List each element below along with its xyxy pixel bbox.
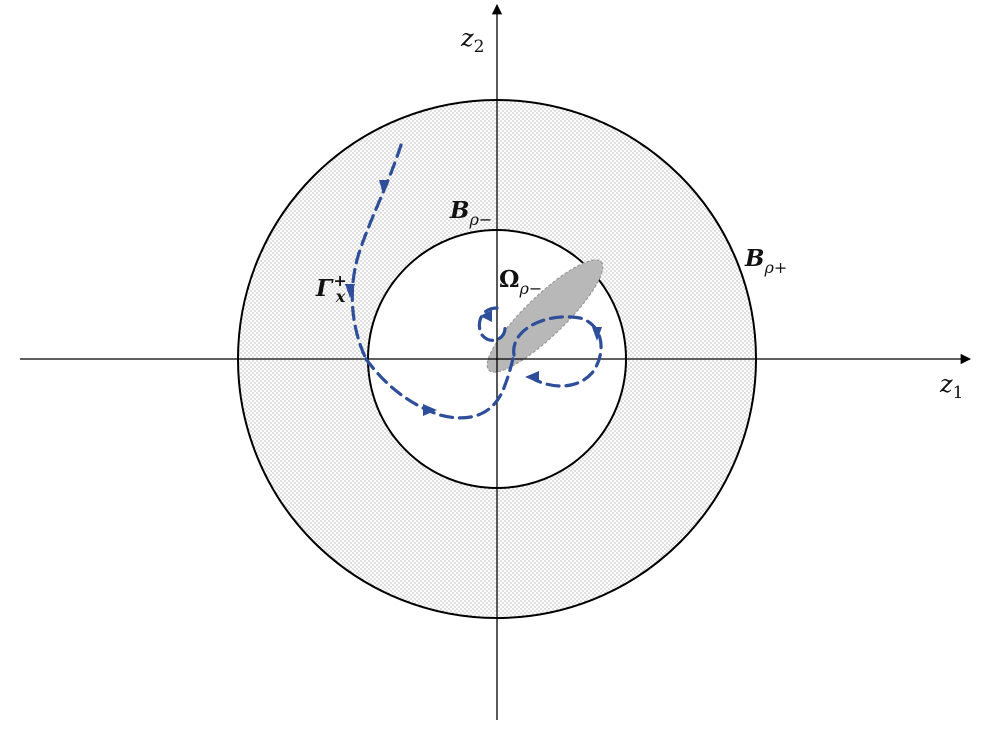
trajectory-segment-small-loop (477, 306, 507, 342)
arrowhead-5 (525, 371, 539, 383)
arrowhead-1 (379, 180, 389, 194)
outer-ball-label: Bρ+ (744, 245, 787, 277)
z1-axis-label: z1 (939, 370, 963, 403)
arrowhead-3 (423, 404, 437, 416)
arrowhead-6 (480, 310, 492, 322)
omega-label: Ωρ− (499, 266, 542, 298)
arrowhead-4 (592, 327, 602, 341)
gamma-label: Γ+x (315, 271, 347, 306)
arrowhead-2 (345, 284, 355, 298)
z2-axis-label: z2 (460, 24, 484, 57)
trajectory-segment-descent (350, 143, 403, 361)
trajectory-arrowheads (345, 180, 602, 416)
trajectory-segment-lower-loop (364, 353, 516, 420)
inner-ball-label: Bρ− (449, 197, 492, 229)
